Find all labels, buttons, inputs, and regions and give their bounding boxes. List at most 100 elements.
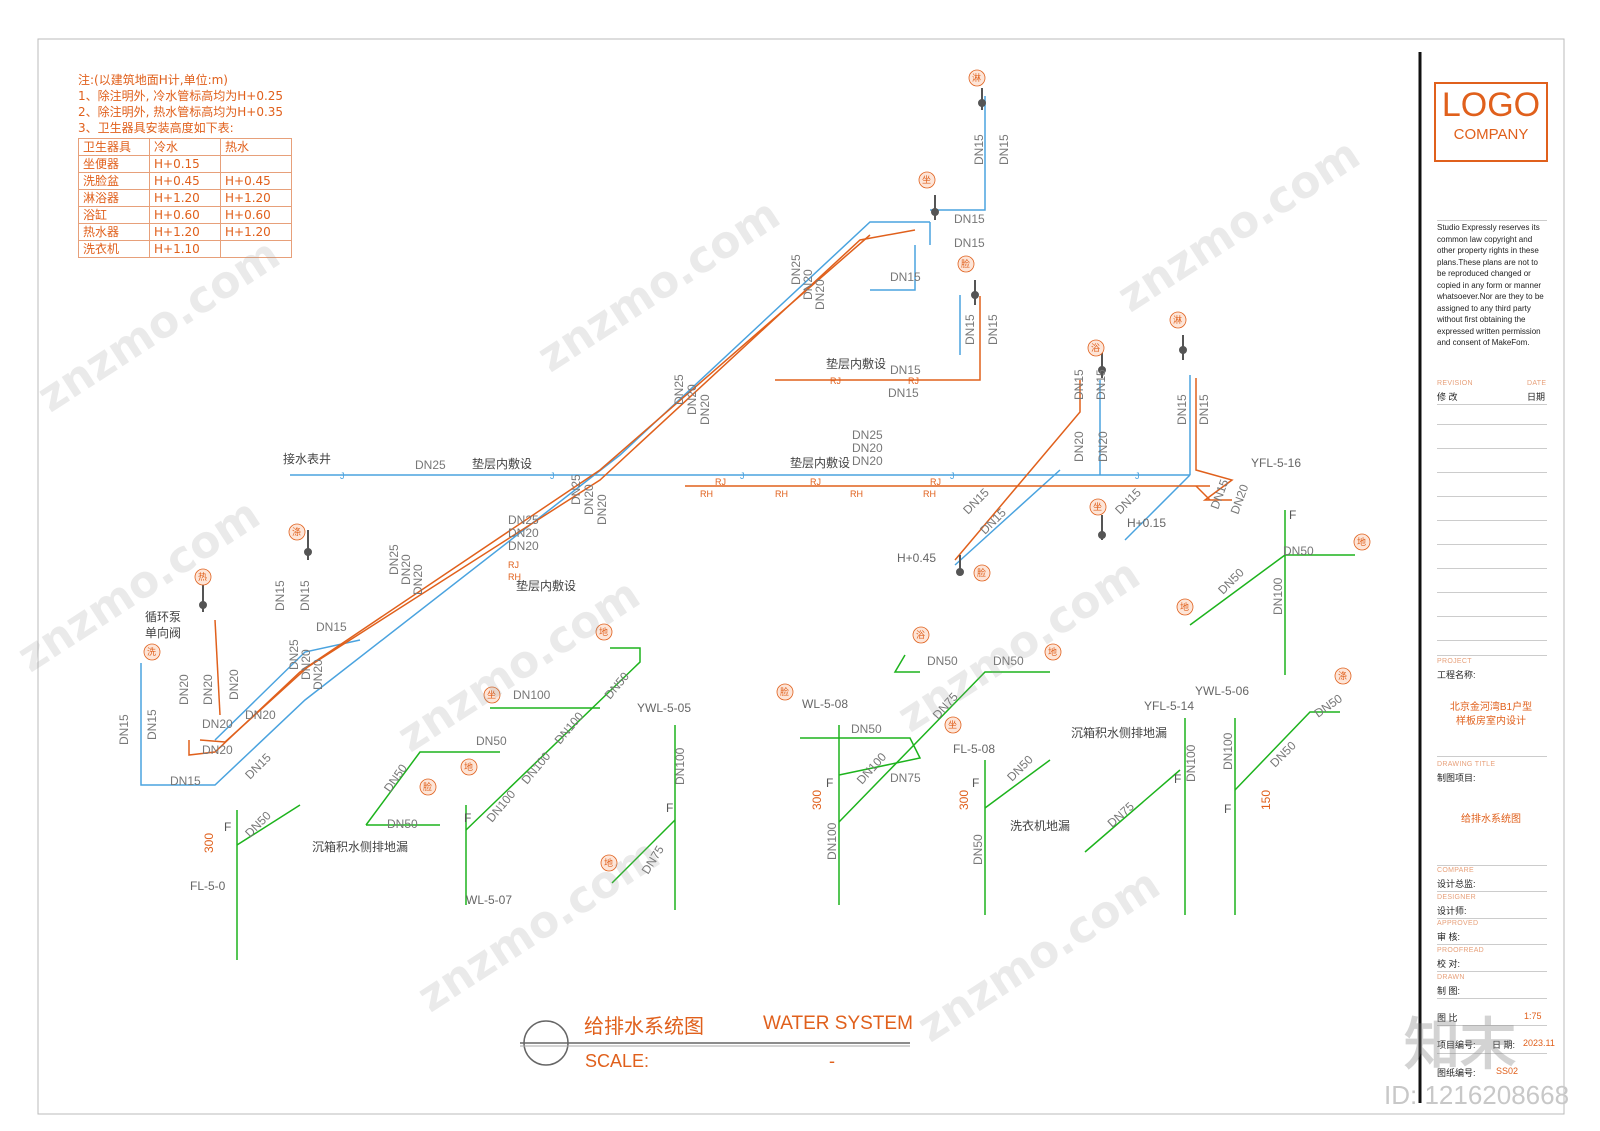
approved-caption: APPROVED [1437,920,1479,927]
fixture-badge: 涤 [292,526,301,538]
fixture-badge: 坐 [922,175,931,186]
scale-ratio: 1:75 [1524,1011,1542,1021]
pipe-size-diag: DN50 [1215,565,1247,597]
fixture-badge: 洗 [147,646,156,658]
pipe-size-diag: DN20 [685,384,699,415]
pipe-size-diag: DN15 [960,485,992,517]
pipe-size-vertical: DN20 [1072,431,1086,462]
fitting-label: F [1224,802,1231,816]
pipe-size-vertical: DN20 [227,669,241,700]
riser-label: WL-5-08 [802,697,848,711]
pipe-size-vertical: DN15 [972,134,986,165]
drawing-number-value: SS02 [1496,1066,1519,1076]
height-dim: 150 [1259,790,1273,810]
pipe-size-vertical: DN15 [273,580,287,611]
pipe-size-vertical: DN15 [1072,369,1086,400]
pipe-size-vertical: DN15 [298,580,312,611]
hot-tag: RJ [930,477,941,487]
pipe-size-diag: DN100 [519,749,554,787]
divider [1437,1053,1547,1054]
divider [1437,568,1547,569]
table-cell: H+0.45 [149,172,221,190]
pipe-size-vertical: DN15 [117,714,131,745]
pipe-size-diag: DN20 [411,564,425,595]
designer-caption: DESIGNER [1437,894,1476,901]
fixture-badge: 坐 [487,690,496,701]
water-meter-label: 接水表井 [283,451,331,466]
table-cell: 坐便器 [78,155,150,173]
divider [1437,472,1547,473]
title-circle-mark [520,1020,910,1066]
hot-return-tag: RH [775,489,788,499]
date-label: 日期 [1527,392,1546,402]
pipe-size-diag: DN20 [582,484,596,515]
fixture-risers [199,88,1187,612]
drawn-label: 制 图: [1437,986,1461,996]
pipe-size: DN50 [993,654,1024,668]
fitting-label: F [972,776,979,790]
revision-caption: REVISION [1437,380,1473,387]
pipe-size-diag: DN50 [602,669,633,702]
pipe-size-diag: DN20 [299,649,313,680]
drawing-title-caption: DRAWING TITLE [1437,761,1496,768]
pipe-size-diag: DN15 [242,750,274,782]
fitting-label: F [224,820,231,834]
fixture-badge: 地 [1048,646,1057,658]
pipe-size: DN15 [890,270,921,284]
pipe-size-diag: DN25 [287,639,301,670]
height-dim: 300 [957,790,971,810]
fitting-label: F [1289,508,1296,522]
fixture-badge: 脸 [961,258,970,270]
fitting-label: F [666,801,673,815]
table-header-row: 卫生器具 冷水 热水 [78,138,292,156]
pipe-size-diag: DN20 [399,554,413,585]
hot-return-tag: RH [923,489,936,499]
scale-value: - [829,1051,835,1071]
fixture-badge: 地 [604,857,613,869]
pipe-size: DN20 [852,454,883,468]
table-cell [220,240,292,258]
divider [1437,944,1547,945]
height-dim: 300 [810,790,824,810]
divider [1437,971,1547,972]
riser-label: WL-5-07 [466,893,512,907]
hot-tag: RJ [908,376,919,386]
pipe-size: DN25 [415,458,446,472]
pipe-size-diag: DN20 [311,659,325,690]
floor-lay-label: 垫层内敷设 [516,578,576,593]
pipe-size-diag: DN50 [242,808,274,840]
divider [1437,655,1547,656]
fixture-badge: 淋 [972,72,981,84]
pipe-size-vertical: DN15 [1094,369,1108,400]
table-cell: 洗脸盆 [78,172,150,190]
divider [1437,918,1547,919]
pump-label: 循环泵 [145,610,181,624]
fitting-label: F [1174,772,1181,786]
pipe-size-vertical: DN15 [1197,394,1211,425]
fitting-label: F [464,811,471,825]
pipe-size: DN50 [1283,544,1314,558]
divider [1437,891,1547,892]
fixture-badge: 涤 [1338,670,1347,682]
project-name-2: 样板房室内设计 [1456,716,1526,727]
approved-label: 审 核: [1437,932,1461,942]
cold-tag: J [550,471,555,481]
washer-drain-label: 洗衣机地漏 [1010,818,1070,833]
fitting-label: F [826,776,833,790]
note-line-1: 1、除注明外, 冷水管标高均为H+0.25 [78,89,284,103]
floor-lay-label: 垫层内敷设 [472,456,532,471]
scale-label: SCALE: [585,1051,650,1071]
pipe-size-diag: DN50 [1267,738,1299,770]
drawing-title-label: 制图项目: [1437,773,1476,783]
proofread-caption: PROOFREAD [1437,947,1485,954]
pipe-size-diag: DN25 [569,474,583,505]
date-label: 日 期: [1492,1040,1516,1050]
fixture-badge: 淋 [1173,314,1182,326]
floor-lay-label: 垫层内敷设 [826,356,886,371]
logo-subtext: COMPANY [1453,126,1529,143]
pipe-size: DN25 [508,513,539,527]
